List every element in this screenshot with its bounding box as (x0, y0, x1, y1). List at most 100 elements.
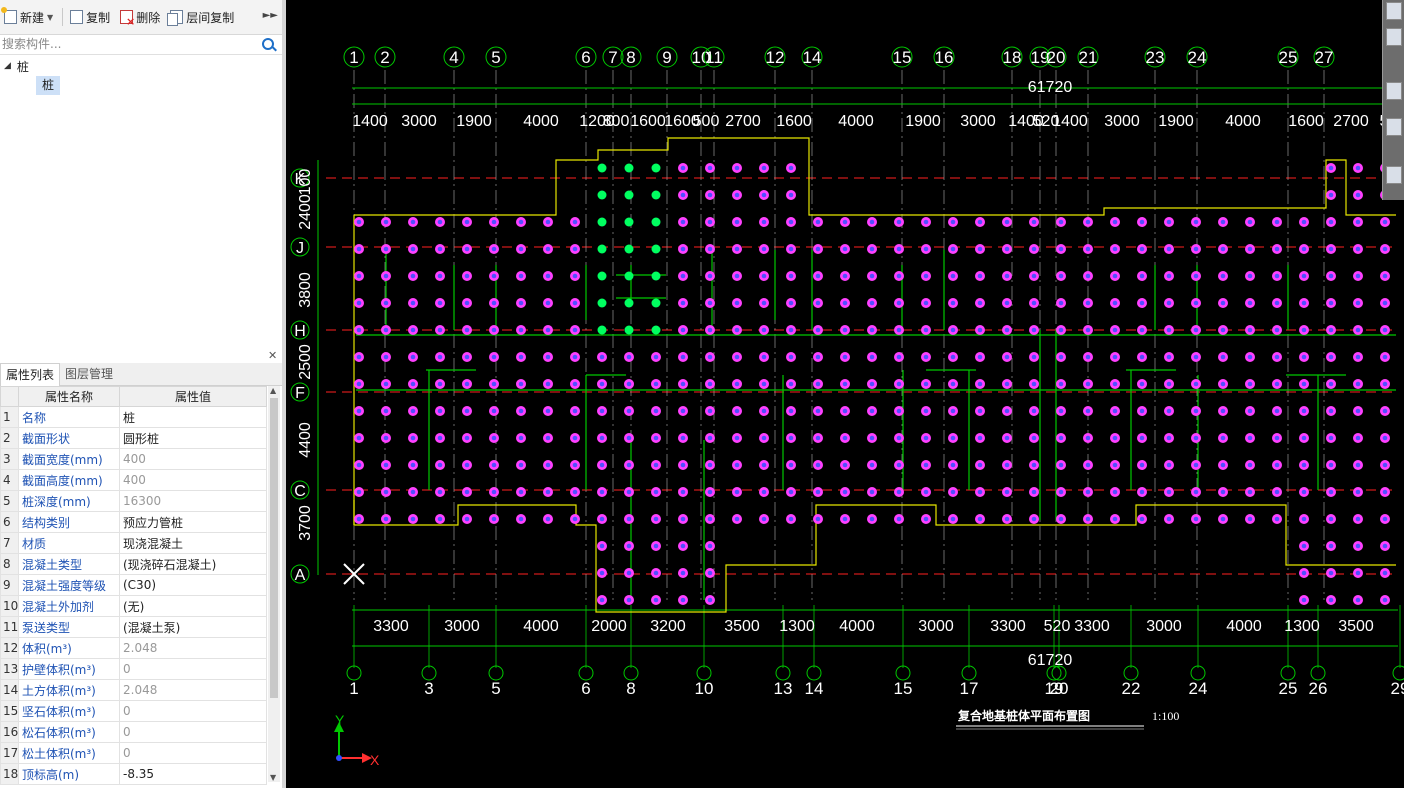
pile-core (815, 462, 821, 468)
pile-core (410, 462, 416, 468)
prop-value[interactable]: 400 (119, 448, 267, 470)
pile-core (491, 327, 497, 333)
search-input[interactable] (0, 35, 254, 53)
collapse-icon[interactable]: ◢ (4, 61, 11, 71)
row-label: F (295, 385, 305, 402)
scroll-down-icon[interactable]: ▼ (270, 773, 277, 782)
chevron-down-icon[interactable]: ▼ (47, 12, 54, 22)
prop-value[interactable]: (现浇碎石混凝土) (119, 553, 267, 575)
delete-button[interactable]: 删除 (116, 5, 164, 29)
pile-core (572, 327, 578, 333)
prop-value[interactable]: 现浇混凝土 (119, 532, 267, 554)
prop-value[interactable]: (混凝土泵) (119, 616, 267, 638)
pile-core (923, 408, 929, 414)
panel-splitter[interactable] (282, 0, 286, 788)
tab-properties[interactable]: 属性列表 (0, 363, 61, 386)
pile-core (518, 327, 524, 333)
prop-value[interactable]: -8.35 (119, 763, 267, 785)
view-grid-icon[interactable] (1386, 166, 1402, 184)
prop-value[interactable]: 2.048 (119, 679, 267, 701)
axis-bubble-bottom (1051, 665, 1067, 681)
prop-value[interactable]: 0 (119, 721, 267, 743)
prop-value[interactable]: 400 (119, 469, 267, 491)
scroll-thumb[interactable] (270, 398, 278, 698)
pile-core (1112, 246, 1118, 252)
pile-core (707, 246, 713, 252)
pile-core (653, 435, 659, 441)
prop-value[interactable]: 0 (119, 700, 267, 722)
view-box-icon[interactable] (1386, 28, 1402, 46)
pile-core (410, 273, 416, 279)
floor-copy-button[interactable]: 层间复制 (166, 5, 238, 29)
drawing-title: 复合地基桩体平面布置图 (957, 708, 1090, 723)
copy-button[interactable]: 复制 (66, 5, 114, 29)
prop-value[interactable]: 2.048 (119, 637, 267, 659)
prop-value[interactable]: 16300 (119, 490, 267, 512)
pile-core (437, 300, 443, 306)
tab-layers[interactable]: 图层管理 (65, 367, 114, 381)
dimension-label-top: 1900 (456, 113, 492, 130)
close-icon[interactable]: ✕ (268, 349, 278, 362)
pile-core (1328, 462, 1334, 468)
pile-core (788, 489, 794, 495)
row-index: 10 (0, 595, 19, 617)
pile-core (464, 354, 470, 360)
rotate-icon[interactable] (1386, 118, 1402, 136)
prop-value[interactable]: 0 (119, 658, 267, 680)
new-button[interactable]: 新建 ▼ (0, 5, 57, 29)
toolbar-overflow-icon[interactable]: ►► (262, 10, 278, 21)
tree-node-pile[interactable]: 桩 (36, 76, 60, 95)
prop-value[interactable]: 0 (119, 742, 267, 764)
prop-name: 混凝土强度等级 (18, 574, 120, 596)
pile-selected (651, 217, 661, 227)
view-3d-icon[interactable] (1386, 2, 1402, 20)
pile-core (1220, 327, 1226, 333)
pile-core (1274, 381, 1280, 387)
pile-core (815, 489, 821, 495)
row-label: A (295, 567, 306, 584)
dimension-label-top: 3000 (960, 113, 996, 130)
search-icon[interactable] (262, 38, 274, 50)
prop-value[interactable]: 圆形桩 (119, 427, 267, 449)
pile-core (1355, 327, 1361, 333)
property-scrollbar[interactable]: ▲ ▼ (268, 386, 280, 782)
prop-value[interactable]: (无) (119, 595, 267, 617)
pile-core (1139, 327, 1145, 333)
pile-selected (597, 271, 607, 281)
prop-value[interactable]: (C30) (119, 574, 267, 596)
tree-node-pile-group[interactable]: ◢ 桩 (4, 58, 29, 74)
view-panel-icon[interactable] (1386, 82, 1402, 100)
row-index: 1 (0, 406, 19, 428)
dimension-label-bottom: 3300 (990, 618, 1026, 635)
dimension-label-top: 1600 (1288, 113, 1324, 130)
pile-core (1382, 435, 1388, 441)
pile-core (1328, 246, 1334, 252)
pile-core (545, 489, 551, 495)
scroll-up-icon[interactable]: ▲ (270, 386, 277, 395)
prop-value[interactable]: 桩 (119, 406, 267, 428)
prop-value[interactable]: 预应力管桩 (119, 511, 267, 533)
pile-core (1166, 408, 1172, 414)
pile-core (653, 516, 659, 522)
pile-core (680, 597, 686, 603)
